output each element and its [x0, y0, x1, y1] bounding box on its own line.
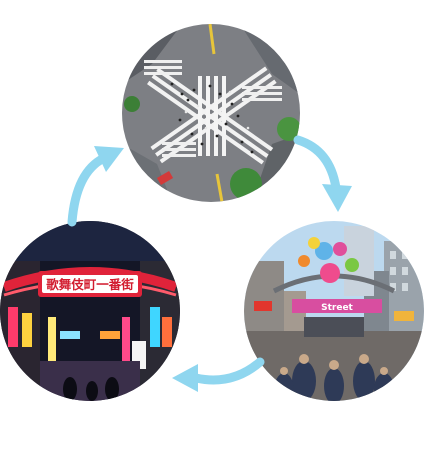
- crossing-illustration: [122, 24, 300, 202]
- arrow-street-to-night: [172, 357, 265, 392]
- street-illustration: Street: [244, 221, 424, 401]
- photo-shopping-street: Street: [244, 221, 424, 401]
- arrow-night-to-crossing: [67, 146, 124, 227]
- night-illustration: 歌舞伎町一番街: [0, 221, 180, 401]
- street-banner-text: Street: [321, 303, 353, 313]
- arrow-crossing-to-street: [293, 135, 352, 212]
- photo-neon-gate: 歌舞伎町一番街: [0, 221, 180, 401]
- photo-scramble-crossing: [122, 24, 300, 202]
- gate-sign-text: 歌舞伎町一番街: [46, 277, 134, 292]
